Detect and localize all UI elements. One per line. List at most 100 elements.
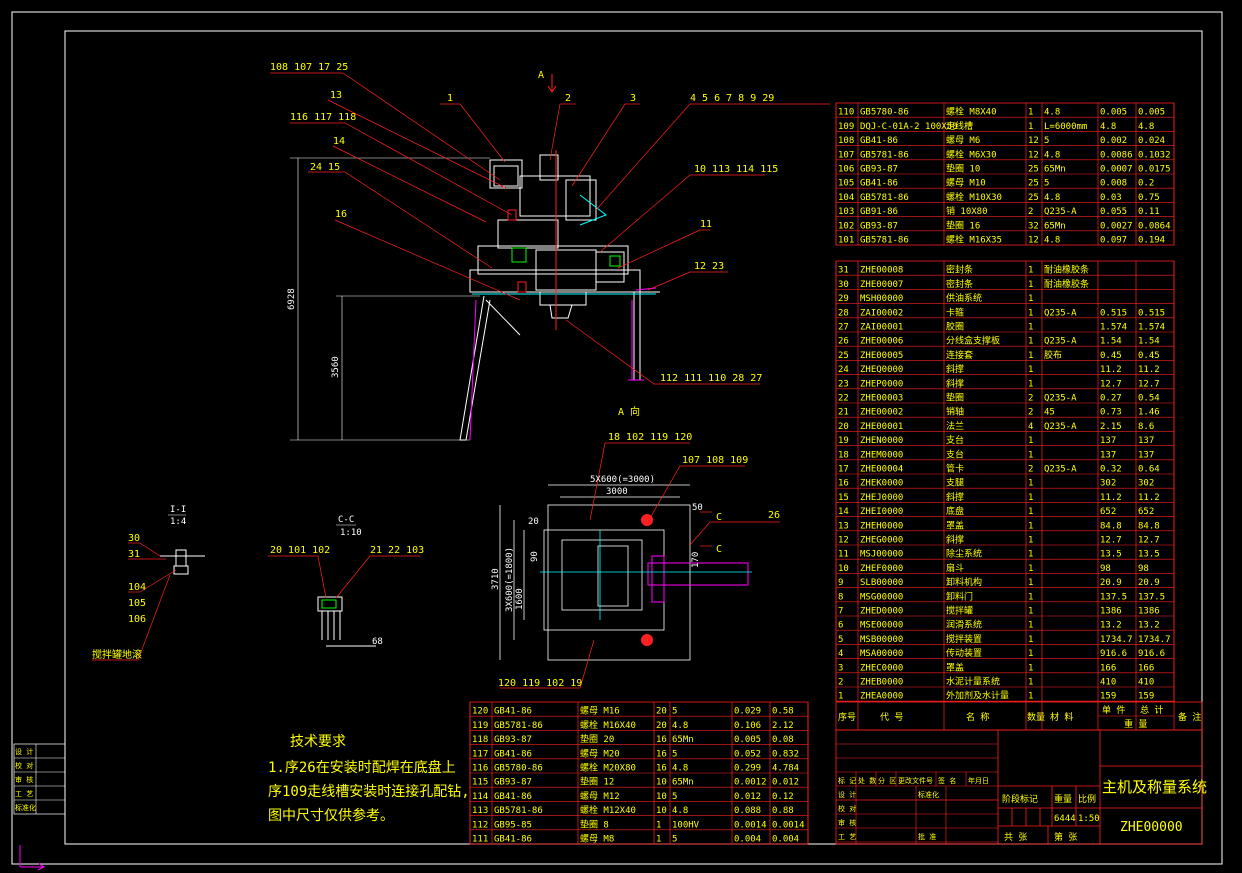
bom-lower-cell: 65Mn xyxy=(672,778,694,788)
bom-main-cell: 4 xyxy=(838,649,843,659)
dim-170: 170 xyxy=(691,552,701,568)
dim-width-inner: 3000 xyxy=(606,487,628,497)
bom-main-cell: 0.27 xyxy=(1100,394,1122,404)
bom-main-cell: 1.46 xyxy=(1138,408,1160,418)
bom-main-cell: 30 xyxy=(838,280,849,290)
bom-main-cell: ZAI00002 xyxy=(860,308,903,318)
bom-main-cell: 20 xyxy=(838,422,849,432)
bom-upper-cell: 0.2 xyxy=(1138,179,1154,189)
bom-lower-cell: 4.8 xyxy=(672,764,688,774)
bom-main-cell: 19 xyxy=(838,436,849,446)
callout-3: 3 xyxy=(630,93,636,104)
approval-right-label: 标准化 xyxy=(918,790,939,799)
bom-main-cell: 1.54 xyxy=(1138,337,1160,347)
bom-lower-cell: 0.088 xyxy=(734,806,761,816)
bom-main-cell: 9 xyxy=(838,578,843,588)
signature-label: 校 对 xyxy=(15,761,33,770)
bom-lower-cell: GB41-86 xyxy=(494,792,532,802)
bom-upper-cell: 4.8 xyxy=(1100,122,1116,132)
bom-lower-cell: 螺栓 M16X40 xyxy=(580,719,636,731)
bom-lower-cell: GB41-86 xyxy=(494,835,532,845)
bom-upper-cell: 螺栓 M10X30 xyxy=(946,191,1002,203)
bom-main-cell: 1 xyxy=(1028,521,1033,531)
bom-main-cell: 410 xyxy=(1138,678,1154,688)
callout-1: 1 xyxy=(447,93,453,104)
bom-main-cell: 21 xyxy=(838,408,849,418)
bom-upper-cell: L=6000mm xyxy=(1044,122,1087,132)
bom-main-cell: 13.2 xyxy=(1100,621,1122,631)
bom-upper-cell: 螺栓 M16X35 xyxy=(946,234,1002,246)
bom-main-cell: MSB00000 xyxy=(860,635,903,645)
bom-upper-cell: 0.11 xyxy=(1138,207,1160,217)
bom-main-cell: 12.7 xyxy=(1100,379,1122,389)
revision-label: 签 名 xyxy=(938,776,956,785)
bom-lower-cell: 螺母 M16 xyxy=(580,706,620,717)
approval-label: 设 计 xyxy=(838,790,856,799)
bom-main-cell: 14 xyxy=(838,507,849,517)
revision-label: 分 区 xyxy=(878,776,896,785)
bom-main-cell: 胶布 xyxy=(1044,349,1062,361)
bom-main-cell: 1 xyxy=(1028,493,1033,503)
bom-upper-cell: 走线槽 xyxy=(946,120,973,132)
bom-main-cell: 84.8 xyxy=(1138,521,1160,531)
bom-main-cell: 1 xyxy=(1028,635,1033,645)
bom-main-cell: 137 xyxy=(1138,450,1154,460)
bom-upper-cell: 103 xyxy=(838,207,854,217)
arrow-a-label: A xyxy=(538,70,544,81)
bom-lower-cell: 111 xyxy=(472,835,488,845)
bom-main-cell: 1 xyxy=(1028,479,1033,489)
dim-side-small: 1600 xyxy=(515,588,525,610)
bom-upper-cell: GB5781-86 xyxy=(860,236,909,246)
bom-main-cell: MSJ00000 xyxy=(860,550,903,560)
bom-lower-cell: 119 xyxy=(472,721,488,731)
bom-upper-cell: 螺栓 M8X40 xyxy=(946,106,997,118)
bom-lower-cell: 4.8 xyxy=(672,806,688,816)
callout-plan-top-b: 107 108 109 xyxy=(682,455,748,466)
bom-upper-cell: 4.8 xyxy=(1138,122,1154,132)
bom-lower-cell: 16 xyxy=(656,749,667,759)
bom-main-cell: 1734.7 xyxy=(1138,635,1171,645)
bom-lower-cell: 112 xyxy=(472,820,488,830)
bom-main-cell: Q235-A xyxy=(1044,394,1077,404)
bom-lower-cell: GB5781-86 xyxy=(494,721,543,731)
bom-upper-cell: GB93-87 xyxy=(860,165,898,175)
tech-requirements: 技术要求 1.序26在安装时配焊在底盘上 序109走线槽安装时连接孔配钻, 图中… xyxy=(268,734,470,824)
bom-main-cell: 扇斗 xyxy=(946,562,964,574)
dim-50: 50 xyxy=(692,503,703,513)
bom-lower-cell: GB41-86 xyxy=(494,749,532,759)
bom-lower-cell: 螺母 M20 xyxy=(580,748,620,759)
bom-main-cell: 1 xyxy=(1028,351,1033,361)
bom-lower-cell: GB93-87 xyxy=(494,778,532,788)
bom-main-cell: 0.45 xyxy=(1100,351,1122,361)
bom-main-cell: 26 xyxy=(838,337,849,347)
bom-lower-cell: 垫圈 8 xyxy=(580,818,609,830)
bom-main-cell: ZHEK0000 xyxy=(860,479,903,489)
bom-lower-cell: 0.0014 xyxy=(772,820,805,830)
bom-lower-cell: 螺栓 M20X80 xyxy=(580,762,636,774)
header-code: 代 号 xyxy=(880,712,903,723)
bom-upper-cell: 螺母 M10 xyxy=(946,178,986,189)
bom-main-cell: 卸料门 xyxy=(946,590,973,602)
header-unit: 单 件 xyxy=(1102,704,1125,716)
bom-main-cell: 159 xyxy=(1100,692,1116,702)
bom-lower-cell: 20 xyxy=(656,721,667,731)
bom-lower-cell: GB5781-86 xyxy=(494,806,543,816)
bom-upper-cell: 109 xyxy=(838,122,854,132)
bom-main-cell: 搅拌装置 xyxy=(946,633,982,645)
plan-view-a: A 向 xyxy=(491,405,780,689)
bom-upper-cell: 0.008 xyxy=(1100,179,1127,189)
bom-main-cell: 卸料机构 xyxy=(946,576,982,588)
header-name: 名 称 xyxy=(966,711,989,723)
bom-main-cell: 166 xyxy=(1100,663,1116,673)
section-i-title: I-I xyxy=(170,505,186,515)
c-mark-top: C xyxy=(716,512,722,523)
bom-lower-cell: 0.005 xyxy=(734,735,761,745)
bom-main-cell: 159 xyxy=(1138,692,1154,702)
bom-lower-cell: 16 xyxy=(656,735,667,745)
bom-main-cell: 2 xyxy=(1028,408,1033,418)
bom-lower-cell: 0.299 xyxy=(734,764,761,774)
bom-main-cell: 410 xyxy=(1100,678,1116,688)
bom-main-cell: 密封条 xyxy=(946,264,973,276)
bom-lower-cell: 4.784 xyxy=(772,764,799,774)
